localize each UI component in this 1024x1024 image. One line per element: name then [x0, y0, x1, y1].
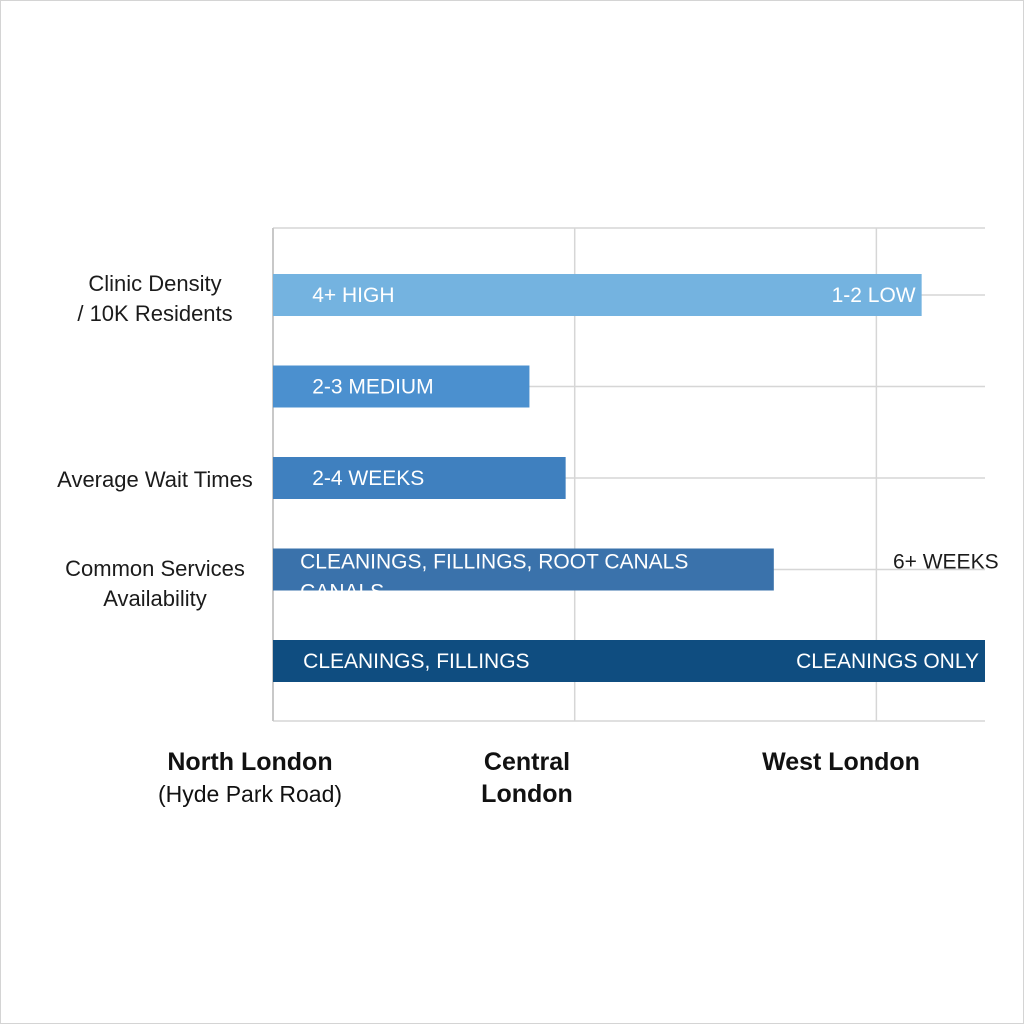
bar: [273, 457, 566, 499]
bar-label: 2-3 MEDIUM: [312, 376, 433, 399]
y-category-label: Average Wait Times: [57, 467, 253, 492]
x-category-label: West London: [762, 748, 920, 776]
bar: [273, 274, 922, 316]
bar-label: 4+ HIGH: [312, 284, 394, 307]
bar-label: CLEANINGS, FILLINGS: [303, 650, 529, 673]
bar-label: CANALS: [300, 581, 384, 604]
bar-label: 1-2 LOW: [832, 284, 916, 307]
x-category-label: North London: [167, 748, 332, 776]
bar-label: 2-4 WEEKS: [312, 467, 424, 490]
bar-label: CLEANINGS, FILLINGS, ROOT CANALS: [300, 551, 688, 574]
bar-label: 6+ WEEKS: [893, 551, 999, 574]
x-category-label: Central: [484, 748, 570, 776]
bar-label: CLEANINGS ONLY: [796, 650, 979, 673]
y-category-label: Clinic Density: [88, 271, 221, 296]
x-category-label: London: [481, 780, 573, 808]
bar: [273, 640, 985, 682]
bar: [273, 365, 530, 408]
y-category-label: Availability: [103, 586, 207, 611]
x-category-label: (Hyde Park Road): [158, 781, 342, 807]
y-category-label: Common Services: [65, 556, 245, 581]
y-category-label: / 10K Residents: [77, 301, 232, 326]
bar: [273, 548, 774, 591]
